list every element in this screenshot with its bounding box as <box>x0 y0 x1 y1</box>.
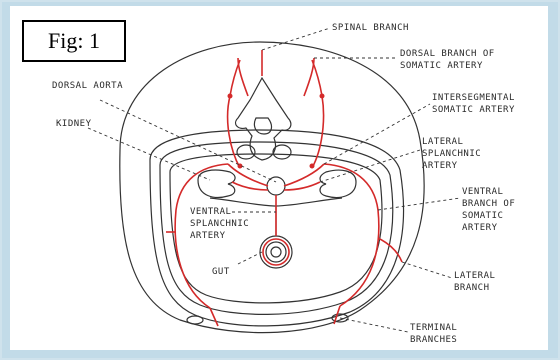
left-kidney <box>198 170 235 197</box>
gut-inner <box>266 242 286 262</box>
label-gut: GUT <box>212 266 230 278</box>
label-intersegmental: INTERSEGMENTAL SOMATIC ARTERY <box>432 92 515 116</box>
leader-dorsal-aorta <box>100 100 276 182</box>
leader-kidney <box>88 128 210 180</box>
leader-gut <box>238 252 262 264</box>
neural-tube <box>254 118 271 134</box>
label-lateral-branch: LATERAL BRANCH <box>454 270 495 294</box>
leader-spinal <box>262 28 330 50</box>
label-dorsal-aorta: DORSAL AORTA <box>52 80 123 92</box>
right-dorsal-upper <box>304 58 314 96</box>
label-spinal-branch: SPINAL BRANCH <box>332 22 409 34</box>
label-ventral-splanchnic: VENTRAL SPLANCHNIC ARTERY <box>190 206 249 242</box>
leader-lateral-branch <box>402 262 452 278</box>
right-dorsal-branch <box>312 60 324 168</box>
notochord <box>273 145 291 159</box>
body-outline <box>120 42 424 333</box>
label-dorsal-branch: DORSAL BRANCH OF SOMATIC ARTERY <box>400 48 495 72</box>
label-lateral-splanchnic: LATERAL SPLANCHNIC ARTERY <box>422 136 481 172</box>
artery-dot <box>320 94 325 99</box>
left-dorsal-branch <box>228 60 240 168</box>
leader-terminal <box>340 318 408 332</box>
body-wall-segment <box>187 316 203 324</box>
artery-dot <box>228 94 233 99</box>
gut-lumen <box>271 247 281 257</box>
gut-outer <box>260 236 292 268</box>
left-lateral-splanchnic <box>232 182 268 190</box>
artery-dot <box>310 164 315 169</box>
figure-label-box: Fig: 1 <box>22 20 126 62</box>
label-kidney: KIDNEY <box>56 118 92 130</box>
vertebra-outline <box>236 78 291 160</box>
label-ventral-branch: VENTRAL BRANCH OF SOMATIC ARTERY <box>462 186 515 234</box>
label-terminal-branches: TERMINAL BRANCHES <box>410 322 457 346</box>
right-lateral-splanchnic <box>284 182 320 190</box>
right-kidney <box>320 170 356 197</box>
left-dorsal-upper <box>238 58 248 96</box>
figure-label: Fig: 1 <box>48 28 100 54</box>
leader-ventral-branch <box>378 198 460 210</box>
leader-intersegmental <box>324 104 430 164</box>
gut-artery-ring <box>263 239 289 265</box>
dorsal-aorta <box>267 177 285 195</box>
